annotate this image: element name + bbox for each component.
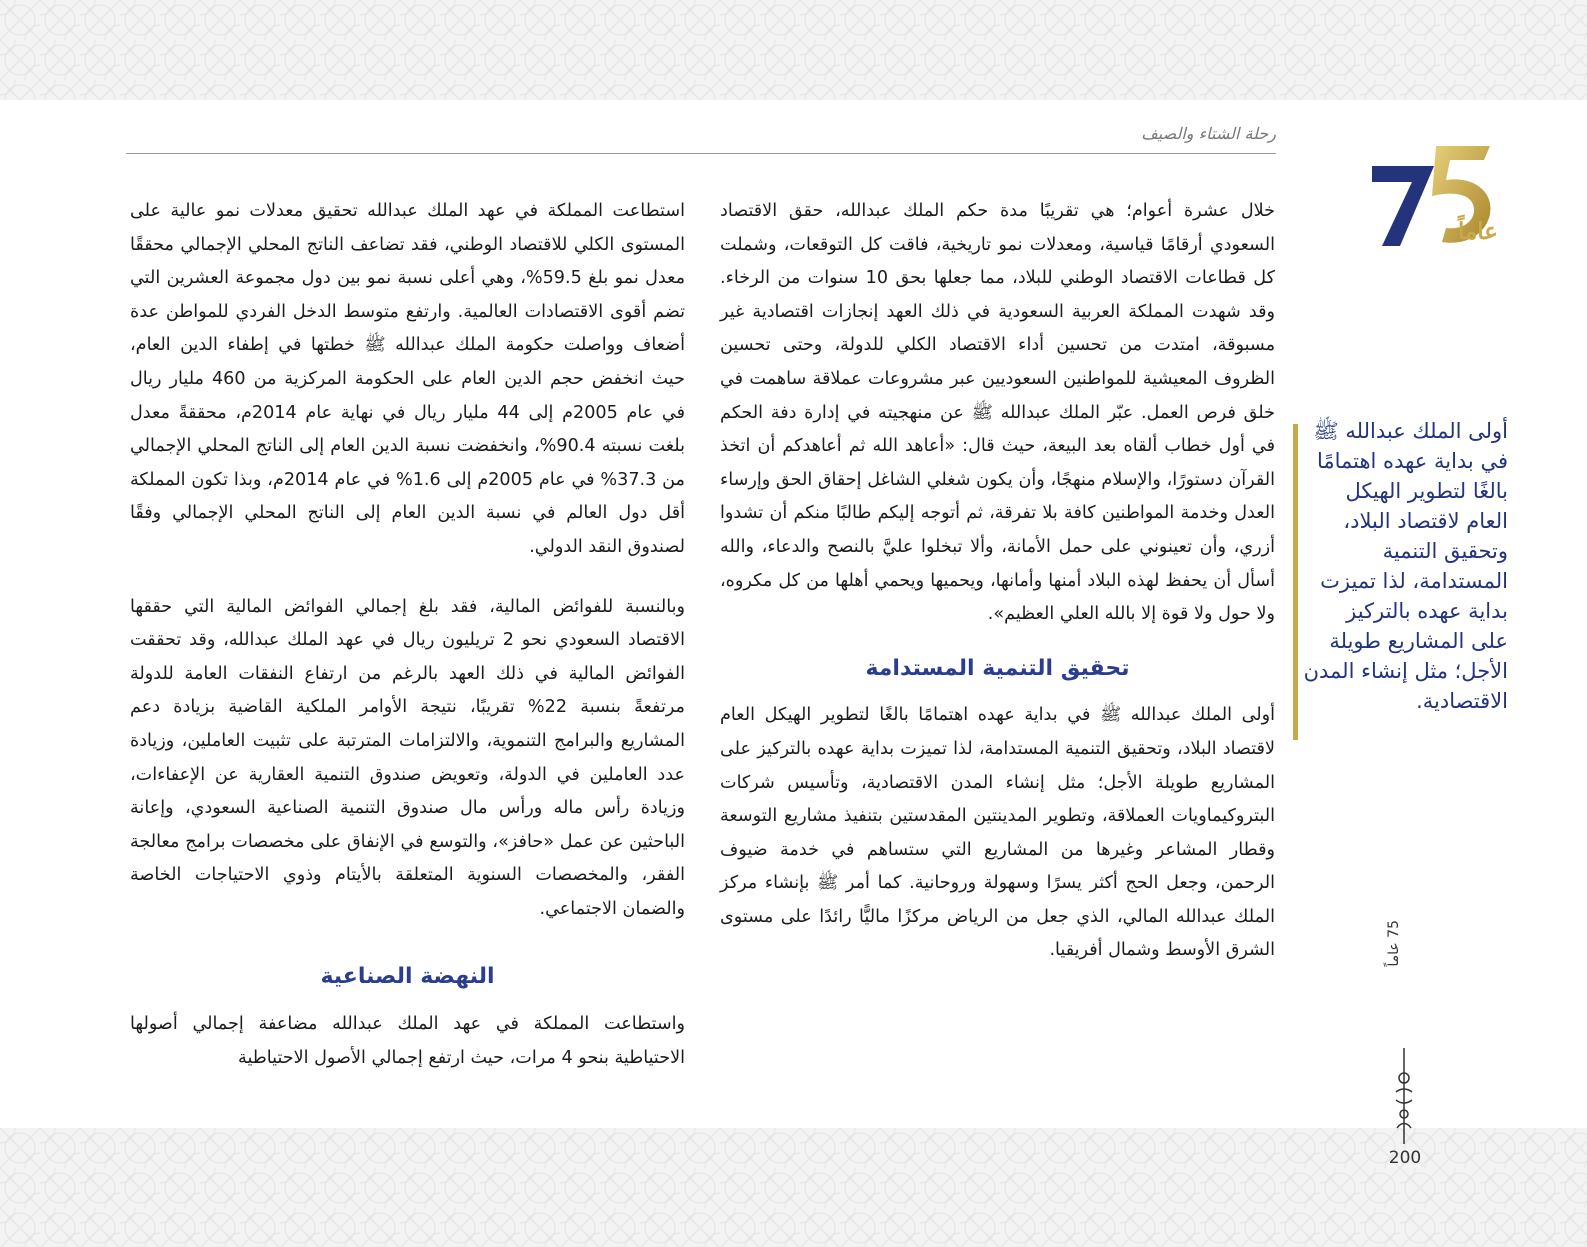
logo-text: عاماً bbox=[1457, 218, 1498, 245]
pull-quote-bar bbox=[1293, 424, 1298, 740]
paragraph: خلال عشرة أعوام؛ هي تقريبًا مدة حكم المل… bbox=[720, 201, 1275, 625]
anniversary-75-logo bbox=[1372, 146, 1491, 246]
bottom-pattern-band bbox=[0, 1128, 1587, 1247]
article-column-left: استطاعت المملكة في عهد الملك عبدالله تحق… bbox=[130, 195, 685, 1075]
pull-quote: أولى الملك عبدالله ﷺ في بداية عهده اهتما… bbox=[1303, 419, 1508, 713]
top-pattern-band bbox=[0, 0, 1587, 100]
logo-five-shape bbox=[1432, 146, 1491, 243]
side-label: 75 عاماً bbox=[1386, 920, 1402, 967]
article-column-right: خلال عشرة أعوام؛ هي تقريبًا مدة حكم المل… bbox=[720, 195, 1275, 968]
section-heading: النهضة الصناعية bbox=[320, 964, 495, 990]
ornament-icon bbox=[1395, 1048, 1413, 1144]
paragraph: استطاعت المملكة في عهد الملك عبدالله تحق… bbox=[130, 201, 686, 557]
section-heading: تحقيق التنمية المستدامة bbox=[865, 655, 1130, 681]
page-number: 200 bbox=[1388, 1148, 1422, 1168]
header-title: رحلة الشتاء والصيف bbox=[1141, 124, 1276, 143]
logo-seven-shape bbox=[1372, 166, 1434, 246]
paragraph: أولى الملك عبدالله ﷺ في بداية عهده اهتما… bbox=[720, 705, 1275, 961]
paragraph: واستطاعت المملكة في عهد الملك عبدالله مض… bbox=[130, 1014, 685, 1068]
header-rule bbox=[126, 153, 1276, 154]
paragraph: وبالنسبة للفوائض المالية، فقد بلغ إجمالي… bbox=[130, 596, 686, 919]
